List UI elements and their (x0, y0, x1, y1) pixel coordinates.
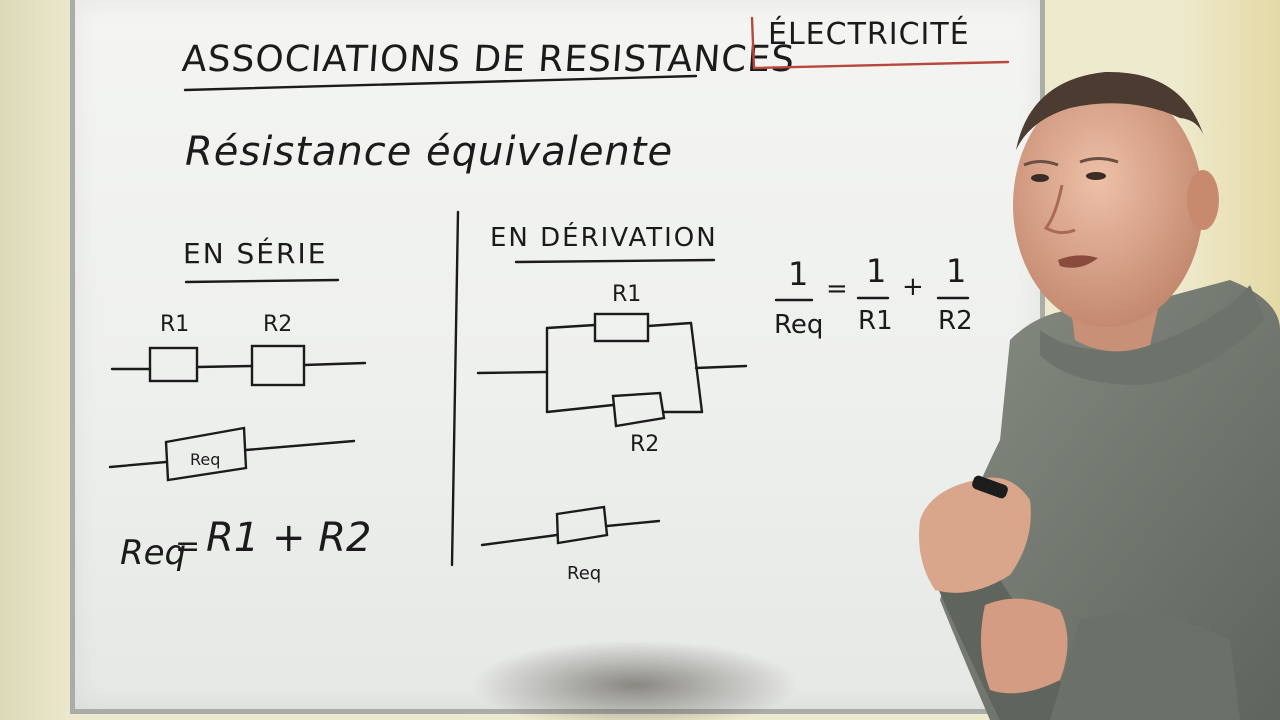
pf-t1-num: 1 (866, 252, 887, 290)
series-heading: EN SÉRIE (183, 237, 328, 270)
parallel-circuit (476, 312, 748, 428)
series-req-box-label: Req (190, 450, 221, 469)
presenter-hand-lower (981, 598, 1068, 694)
parallel-r1-label: R1 (612, 282, 642, 307)
series-formula-lhs: Req (120, 533, 187, 573)
parallel-r2-label: R2 (630, 432, 660, 457)
projector-shadow (470, 640, 800, 720)
series-r1-resistor (148, 346, 199, 383)
whiteboard (70, 0, 1045, 714)
parallel-equivalent-circuit (480, 505, 661, 547)
presenter-hand-upper (919, 477, 1031, 593)
pf-lhs-num: 1 (788, 255, 809, 293)
presenter-eye-left (1031, 174, 1049, 182)
section-divider (450, 210, 460, 567)
presenter-nose (1043, 184, 1076, 235)
pf-t2-den: R2 (938, 306, 973, 336)
series-equivalent-circuit (108, 426, 356, 482)
title-underline (183, 74, 698, 92)
marker (972, 475, 1008, 499)
presenter-collar (1040, 285, 1265, 385)
pf-t2-num: 1 (946, 252, 967, 290)
presenter-eye-right (1086, 172, 1106, 180)
parallel-heading: EN DÉRIVATION (490, 223, 718, 253)
presenter-ear (1187, 170, 1219, 230)
series-formula-rhs: R1 + R2 (206, 515, 372, 561)
subtitle: Résistance équivalente (185, 129, 674, 175)
topic-frame-left (750, 16, 756, 70)
pf-t1-den: R1 (858, 306, 893, 336)
presenter-hair (1016, 71, 1205, 150)
parallel-underline (514, 258, 716, 264)
parallel-r2-resistor (611, 391, 666, 428)
series-r2-label: R2 (263, 312, 293, 337)
pf-eq: = (826, 274, 848, 304)
pf-lhs-den: Req (774, 310, 824, 340)
topic-label: ÉLECTRICITÉ (768, 17, 970, 52)
parallel-req-label: Req (567, 563, 602, 584)
series-req-resistor (164, 426, 248, 482)
pf-plus: + (902, 272, 924, 302)
series-circuit (110, 344, 367, 387)
presenter-forearm (1050, 613, 1240, 720)
topic-frame-bottom (752, 60, 1010, 70)
series-underline (184, 278, 340, 284)
series-r1-label: R1 (160, 312, 190, 337)
parallel-r1-resistor (593, 312, 650, 343)
series-formula-eq: = (175, 529, 201, 564)
presenter-mouth (1058, 255, 1098, 268)
